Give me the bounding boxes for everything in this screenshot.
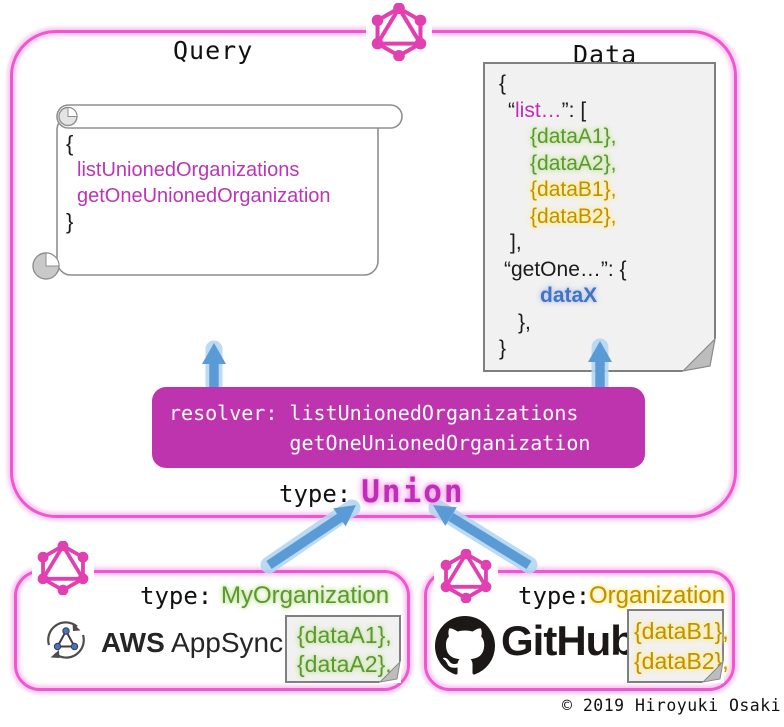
- type-label: type:: [140, 582, 213, 610]
- json-getone-key: “getOne…”: {: [504, 257, 627, 281]
- graphql-icon: [32, 538, 94, 598]
- resolver-line: resolver: listUnionedOrganizations: [169, 401, 579, 425]
- note-item-dataB1: {dataB1},: [634, 618, 729, 644]
- union-type-value: Union: [361, 474, 465, 510]
- appsync-data-note: {dataA1}, {dataA2},: [285, 615, 401, 683]
- organization-type-value: Organization: [589, 582, 726, 609]
- json-getone-close: },: [518, 310, 531, 334]
- resolver-box: resolver: listUnionedOrganizations getOn…: [152, 387, 645, 468]
- aws-appsync-wordmark: AWS AppSync: [101, 627, 284, 658]
- note-item-dataA2: {dataA2},: [297, 651, 392, 677]
- github-icon: [435, 616, 495, 675]
- query-scroll-shape: [32, 104, 403, 280]
- myorganization-type-value: MyOrganization: [221, 582, 390, 609]
- copyright-text: © 2019 Hiroyuki Osaki: [562, 696, 782, 715]
- query-operation: getOneUnionedOrganization: [77, 185, 331, 207]
- json-item-dataB2: {dataB2},: [530, 204, 617, 228]
- json-item-dataB1: {dataB1},: [530, 178, 617, 201]
- json-list-close: ],: [510, 231, 522, 254]
- open-brace: {: [66, 131, 74, 156]
- resolver-line: getOneUnionedOrganization: [289, 431, 591, 455]
- close-brace: }: [66, 209, 74, 234]
- github-data-note: {dataB1}, {dataB2},: [627, 609, 729, 683]
- query-operation: listUnionedOrganizations: [77, 159, 300, 181]
- type-label: type:: [518, 582, 591, 610]
- github-wordmark: GitHub: [501, 617, 636, 664]
- response-data-note: { “list…”: [ {dataA1}, {dataA2}, {dataB1…: [483, 62, 716, 372]
- appsync-icon: [47, 621, 85, 659]
- query-section-title: Query: [173, 36, 254, 65]
- note-item-dataB2: {dataB2},: [634, 648, 729, 674]
- json-list-key: “list…”: [: [508, 98, 587, 122]
- json-item-dataA2: {dataA2},: [530, 151, 617, 175]
- type-label: type:: [279, 480, 352, 508]
- note-item-dataA1: {dataA1},: [297, 622, 392, 648]
- graphql-icon: [366, 0, 432, 64]
- json-close: }: [499, 337, 507, 360]
- graphql-icon: [434, 546, 498, 606]
- json-item-dataX: dataX: [540, 284, 598, 307]
- query-operations-list: { listUnionedOrganizations getOneUnioned…: [62, 131, 331, 235]
- json-open: {: [499, 72, 507, 95]
- json-item-dataA1: {dataA1},: [530, 125, 617, 148]
- union-type-row: type: Union: [279, 474, 465, 510]
